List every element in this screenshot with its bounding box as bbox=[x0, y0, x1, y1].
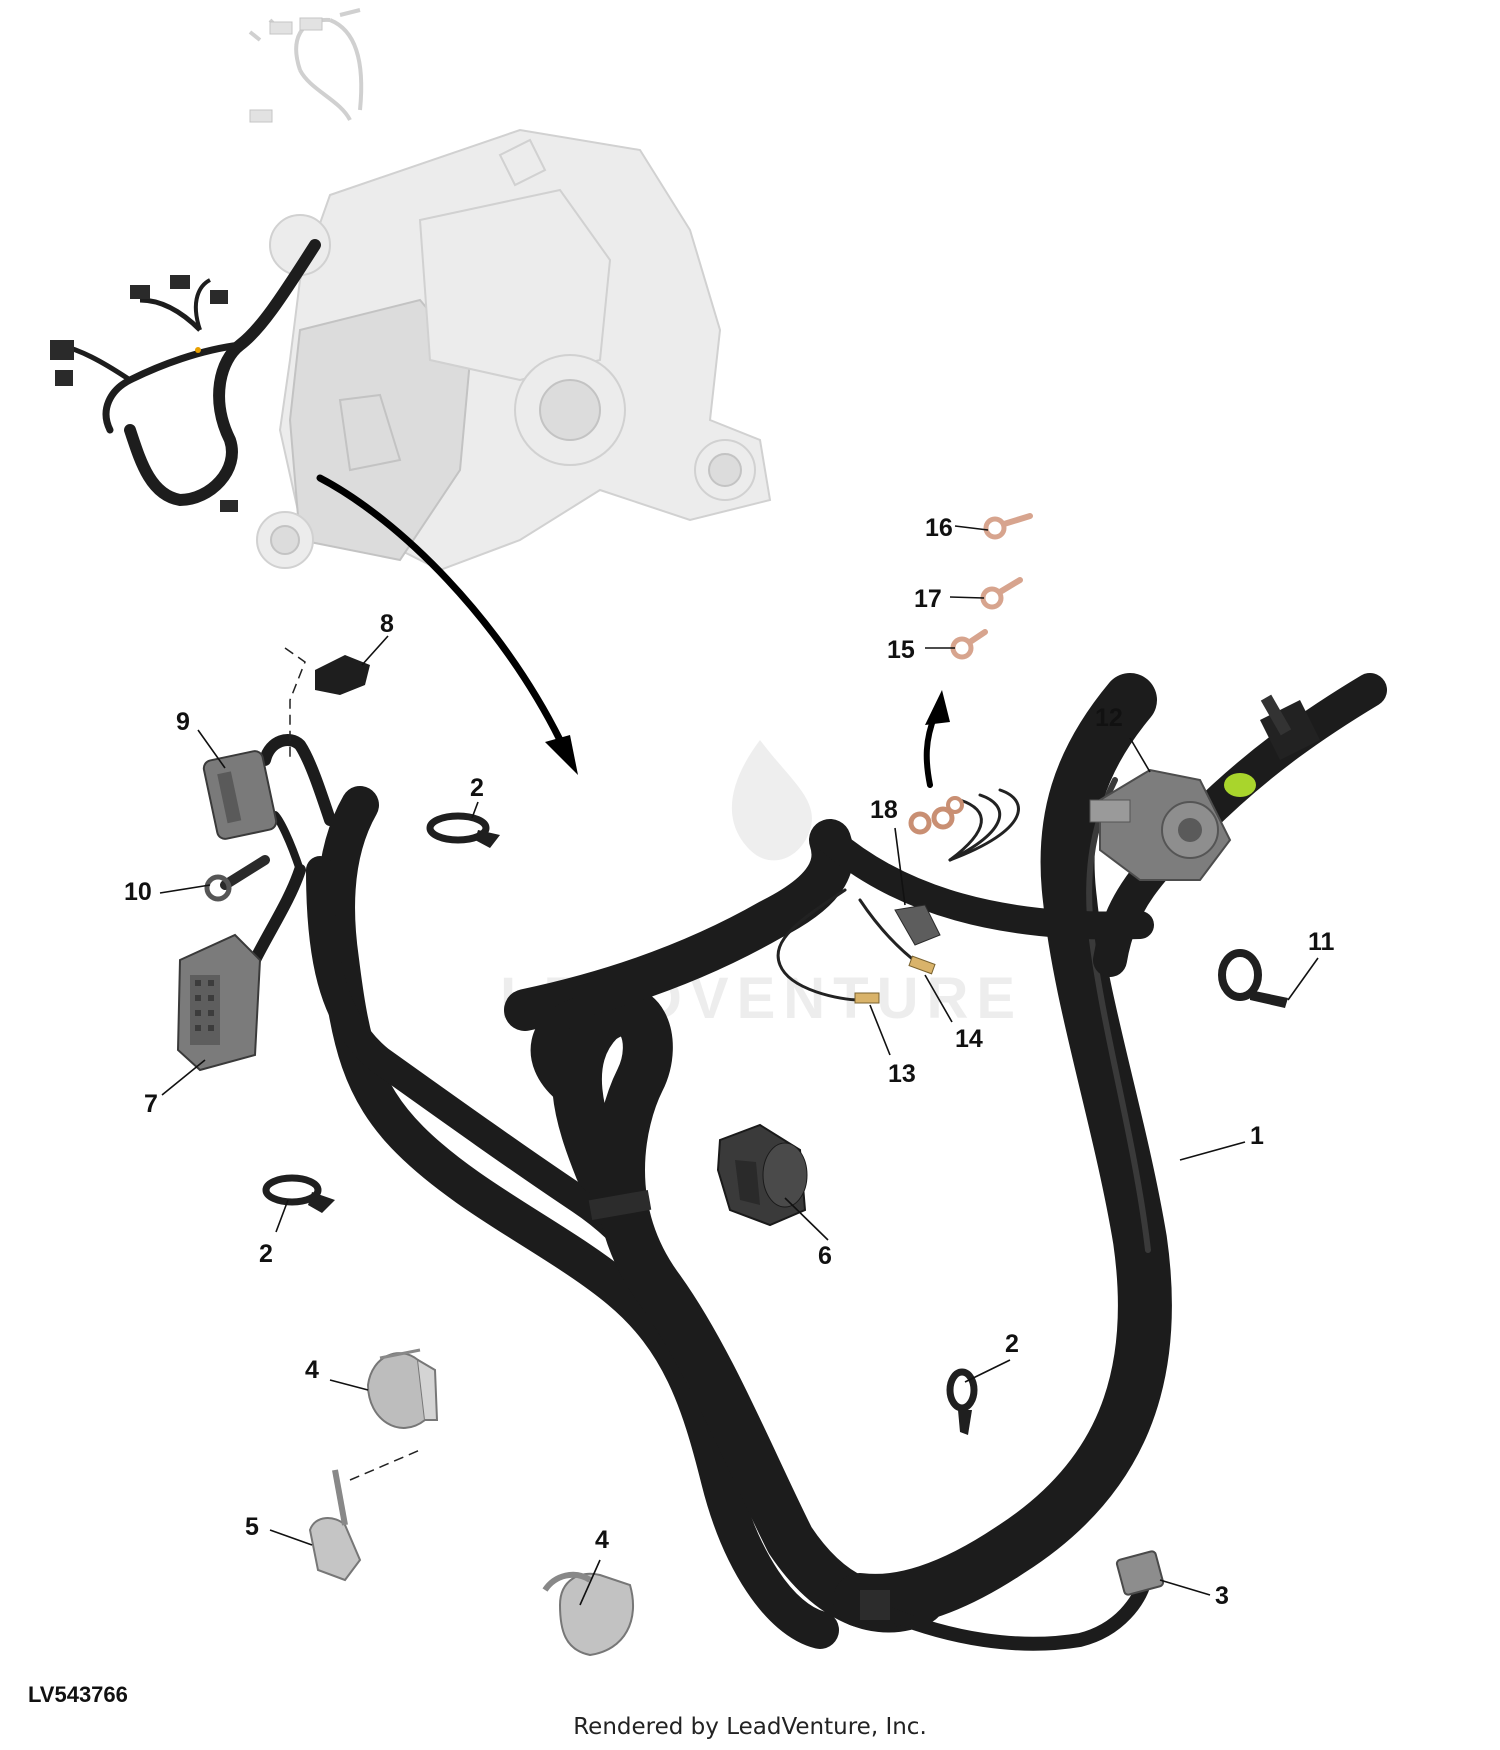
figure-id: LV543766 bbox=[28, 1682, 128, 1707]
part-2-clip-left bbox=[262, 1174, 335, 1213]
callout-4-lower: 4 bbox=[595, 1526, 609, 1554]
part-6-grommet bbox=[716, 1123, 808, 1227]
part-8-clip bbox=[284, 647, 370, 760]
part-10-ring-terminal bbox=[204, 855, 270, 902]
callout-2-upper: 2 bbox=[470, 774, 484, 802]
transmission-assembly-inset bbox=[248, 8, 772, 572]
inset-harness bbox=[50, 239, 321, 512]
part-4-clamp-upper bbox=[366, 1348, 439, 1429]
part-17-terminal bbox=[980, 577, 1023, 610]
callout-5: 5 bbox=[245, 1513, 259, 1541]
callout-labels: 1 2 2 2 3 4 4 5 6 7 8 9 10 11 12 13 14 1… bbox=[124, 514, 1335, 1610]
callout-2-left: 2 bbox=[259, 1240, 273, 1268]
part-7-connector bbox=[176, 933, 262, 1072]
callout-15: 15 bbox=[887, 636, 915, 664]
callout-10: 10 bbox=[124, 878, 152, 906]
callout-6: 6 bbox=[818, 1242, 832, 1270]
render-credit: Rendered by LeadVenture, Inc. bbox=[573, 1714, 927, 1740]
callout-arrow-inset bbox=[316, 474, 578, 775]
part-9-connector bbox=[202, 750, 278, 840]
part-16-terminal bbox=[983, 513, 1033, 540]
harness-clamp-top-right bbox=[1260, 694, 1320, 760]
part-11-clip bbox=[1218, 949, 1288, 1008]
part-15-terminal bbox=[950, 629, 988, 660]
callout-arrow-terminals bbox=[923, 690, 950, 788]
part-18-connector bbox=[894, 796, 964, 946]
part-13-sensor bbox=[854, 992, 880, 1004]
callout-4-upper: 4 bbox=[305, 1356, 319, 1384]
part-14-sensor bbox=[908, 955, 936, 975]
callout-12: 12 bbox=[1095, 704, 1123, 732]
part-4-clamp-lower bbox=[542, 1571, 635, 1657]
callout-17: 17 bbox=[914, 585, 942, 613]
callout-16: 16 bbox=[925, 514, 953, 542]
part-5-bracket bbox=[308, 1449, 421, 1582]
callout-7: 7 bbox=[144, 1090, 158, 1118]
callout-9: 9 bbox=[176, 708, 190, 736]
callout-13: 13 bbox=[888, 1060, 916, 1088]
part-2-clip-lower-right bbox=[946, 1368, 978, 1435]
part-12-connector-bracket bbox=[1089, 768, 1256, 881]
callout-18: 18 bbox=[870, 796, 898, 824]
callout-14: 14 bbox=[955, 1025, 983, 1053]
callout-8: 8 bbox=[380, 610, 394, 638]
callout-3: 3 bbox=[1215, 1582, 1229, 1610]
leader-lines bbox=[159, 525, 1319, 1606]
part-2-clip-upper bbox=[426, 812, 500, 848]
part-3-connector bbox=[1115, 1550, 1165, 1596]
main-wiring-harness bbox=[249, 673, 1387, 1651]
callout-1: 1 bbox=[1250, 1122, 1264, 1150]
callout-11: 11 bbox=[1308, 928, 1335, 956]
callout-2-lower-right: 2 bbox=[1005, 1330, 1019, 1358]
